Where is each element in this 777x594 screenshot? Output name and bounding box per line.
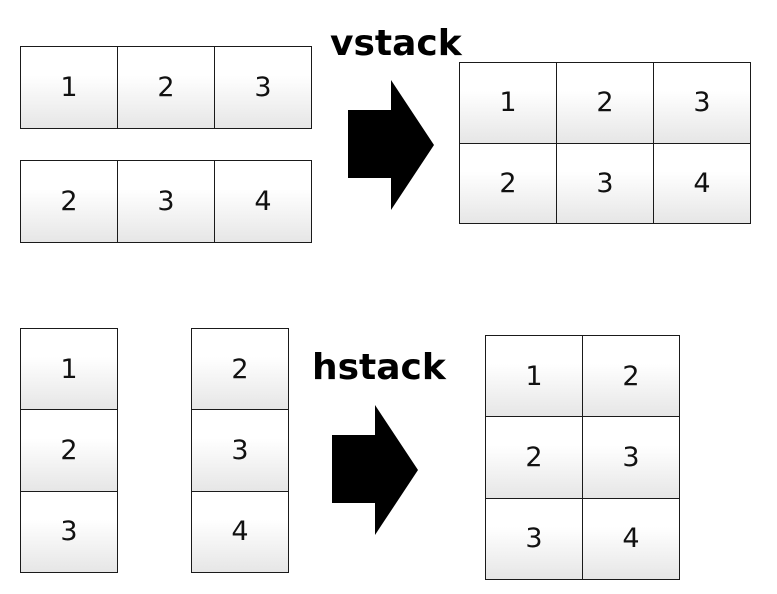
vstack-result-cell: 3	[654, 63, 750, 143]
hstack-input-a-cell: 2	[21, 410, 117, 491]
hstack-input-a-cell: 1	[21, 329, 117, 410]
vstack-result-cell: 4	[654, 143, 750, 223]
vstack-result-cell: 2	[460, 143, 556, 223]
hstack-input-b-cell: 4	[192, 491, 288, 572]
hstack-result-cell: 4	[583, 498, 679, 579]
hstack-input-a-cell: 3	[21, 491, 117, 572]
right-arrow-icon	[332, 405, 418, 535]
vstack-label: vstack	[330, 23, 462, 64]
hstack-result-cell: 2	[583, 336, 679, 417]
hstack-input-a: 1 2 3	[20, 328, 118, 573]
vstack-input-a-cell: 2	[118, 47, 214, 128]
vstack-input-b-cell: 2	[21, 161, 117, 242]
hstack-label: hstack	[312, 347, 446, 388]
vstack-input-b-cell: 4	[215, 161, 311, 242]
hstack-input-b: 2 3 4	[191, 328, 289, 573]
vstack-input-b-cell: 3	[118, 161, 214, 242]
hstack-result-cell: 1	[486, 336, 582, 417]
vstack-input-a-cell: 1	[21, 47, 117, 128]
hstack-input-b-cell: 2	[192, 329, 288, 410]
hstack-result-cell: 3	[583, 417, 679, 498]
vstack-result-cell: 2	[557, 63, 653, 143]
hstack-result-cell: 2	[486, 417, 582, 498]
vstack-result-cell: 3	[557, 143, 653, 223]
vstack-input-a-cell: 3	[215, 47, 311, 128]
vstack-result: 1 2 3 2 3 4	[459, 62, 751, 224]
hstack-result-cell: 3	[486, 498, 582, 579]
hstack-result: 1 2 2 3 3 4	[485, 335, 680, 580]
vstack-result-cell: 1	[460, 63, 556, 143]
hstack-input-b-cell: 3	[192, 410, 288, 491]
vstack-input-b: 2 3 4	[20, 160, 312, 243]
right-arrow-icon	[348, 80, 434, 210]
vstack-input-a: 1 2 3	[20, 46, 312, 129]
